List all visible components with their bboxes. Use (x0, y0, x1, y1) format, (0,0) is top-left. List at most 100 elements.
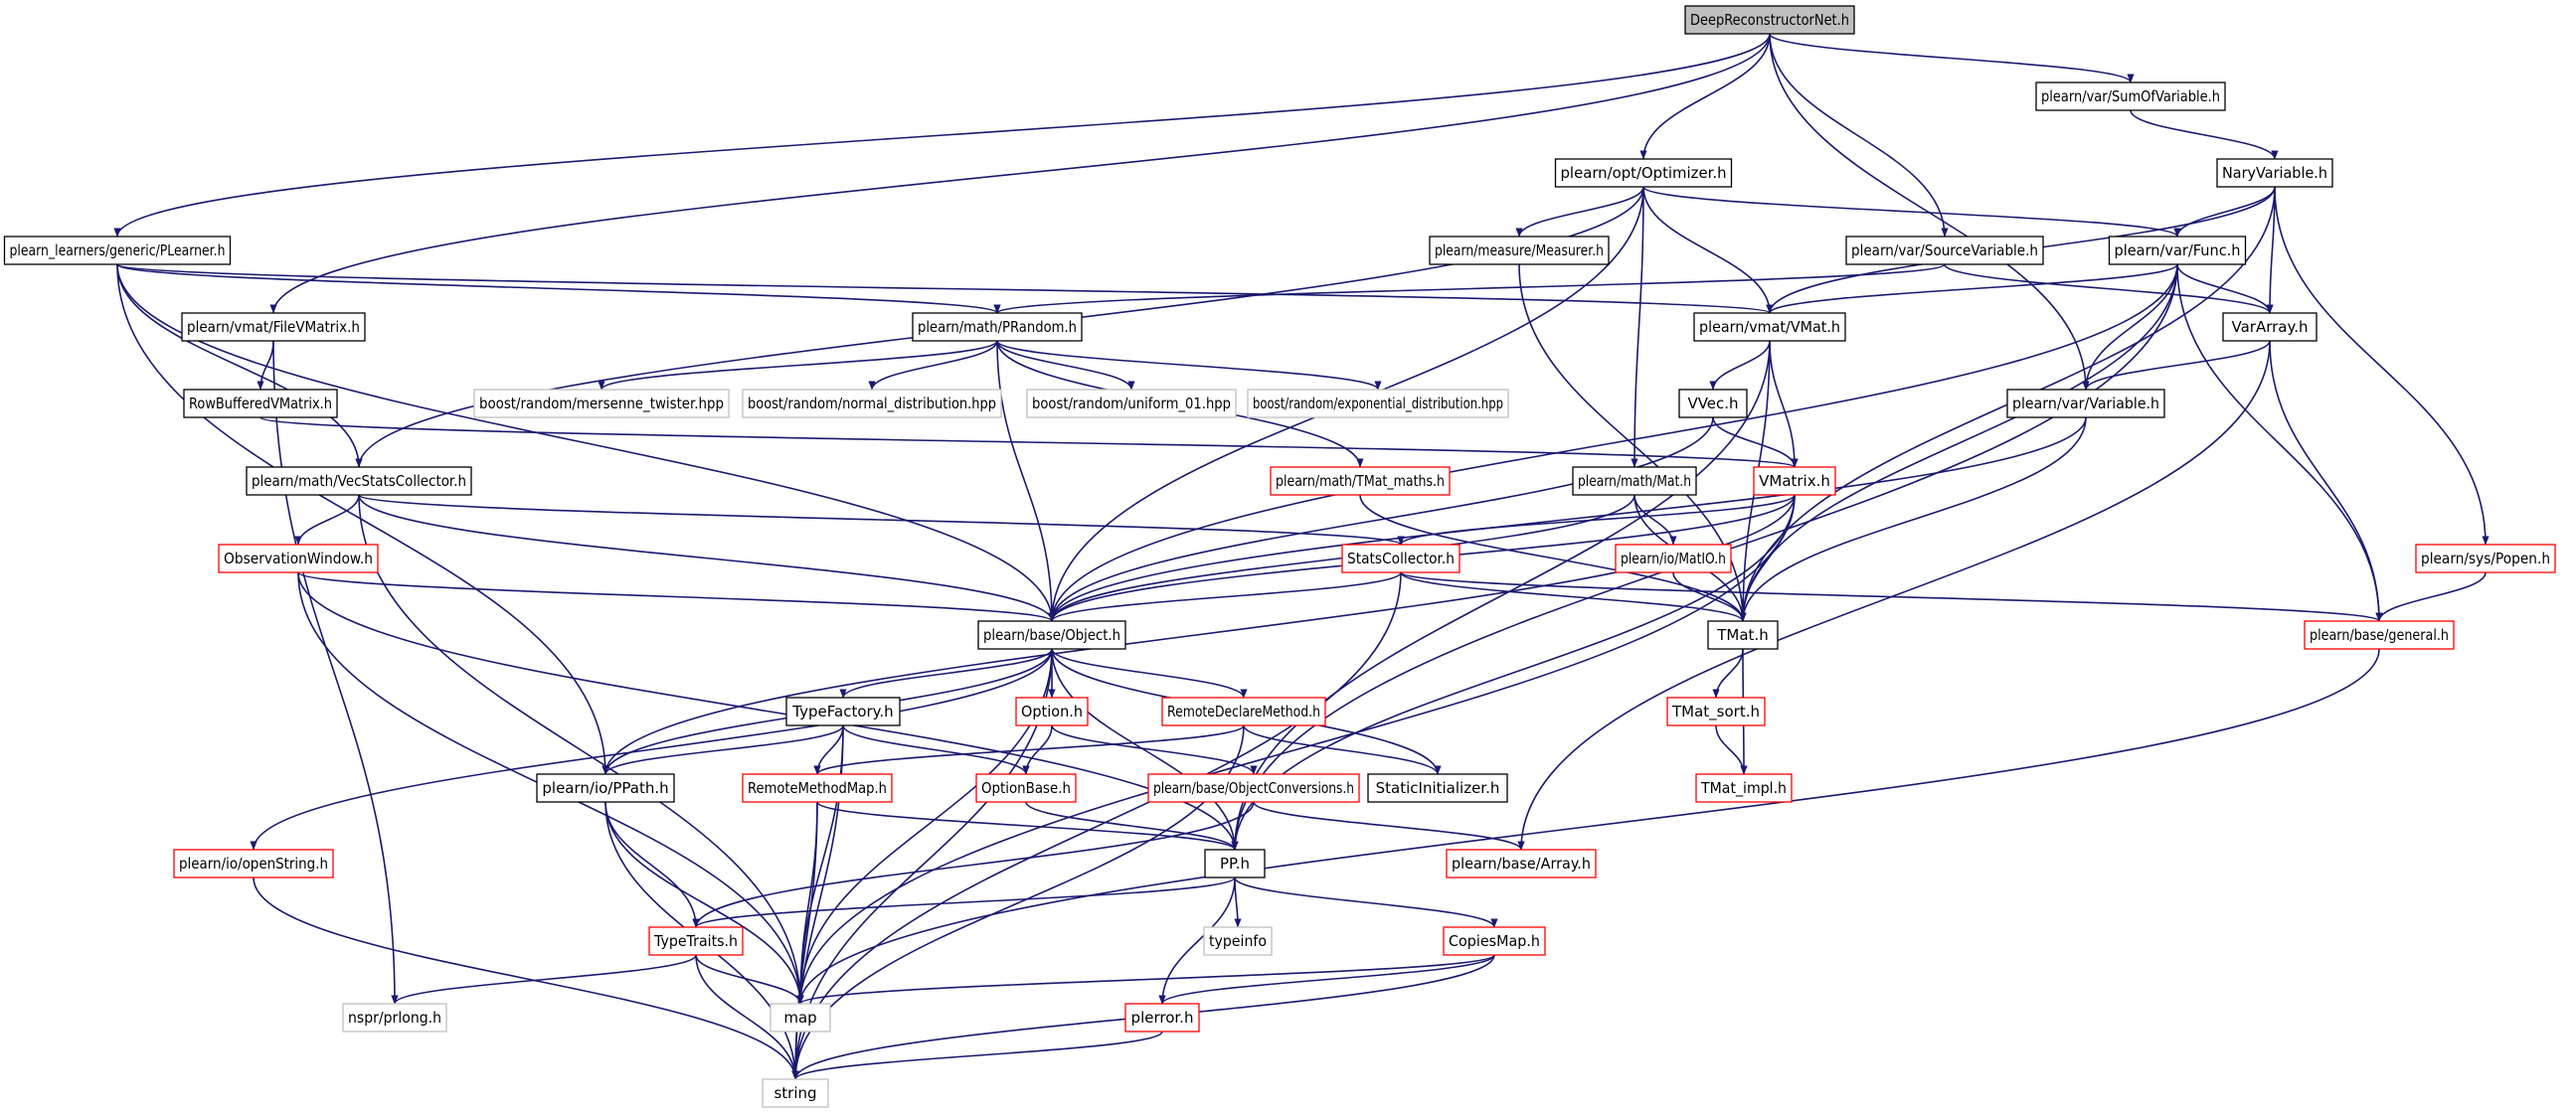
node-tmat[interactable]: TMat.h (1707, 620, 1779, 650)
node-label: plearn_learners/generic/PLearner.h (10, 241, 226, 260)
node-box (742, 389, 1002, 418)
node-pp[interactable]: PP.h (1204, 849, 1266, 878)
node-plearner[interactable]: plearn_learners/generic/PLearner.h (3, 236, 232, 265)
edge-prandom-to-expdist (996, 340, 1382, 391)
edge-prandom-to-object (996, 340, 1056, 622)
node-func[interactable]: plearn/var/Func.h (2108, 236, 2247, 265)
node-uniform01: boost/random/uniform_01.hpp (1026, 389, 1237, 418)
node-ppath[interactable]: plearn/io/PPath.h (536, 773, 675, 803)
edge-rowbuffered-to-vmatrix (259, 416, 1799, 468)
edge-copiesmap-to-plerror (1158, 954, 1495, 1005)
node-box (1204, 849, 1266, 878)
edge-optimizer-to-func (1642, 186, 2181, 238)
edge-func-to-vmat (1766, 263, 2178, 314)
node-tmatsort[interactable]: TMat_sort.h (1666, 697, 1766, 726)
edge-vararray-to-array (1517, 340, 2271, 851)
edge-deep-to-optimizer (1639, 33, 1771, 160)
node-label: VMatrix.h (1759, 472, 1830, 490)
node-vvec[interactable]: VVec.h (1678, 389, 1748, 418)
node-box (536, 773, 675, 803)
edge-typefactory-to-optionbase (842, 724, 1030, 775)
edge-plearner-to-vmat (116, 263, 1773, 314)
node-rowbuffered[interactable]: RowBufferedVMatrix.h (183, 389, 338, 418)
node-label: plearn/var/SumOfVariable.h (2041, 87, 2220, 105)
node-vecstats[interactable]: plearn/math/VecStatsCollector.h (246, 466, 472, 496)
node-statscollector[interactable]: StatsCollector.h (1341, 544, 1460, 573)
edge-vmat-to-vvec (1709, 340, 1771, 391)
node-measurer[interactable]: plearn/measure/Measurer.h (1429, 236, 1610, 265)
node-label: string (773, 1084, 816, 1102)
node-vmat[interactable]: plearn/vmat/VMat.h (1693, 312, 1846, 342)
edge-remotemethodmap-to-pp (816, 801, 1239, 851)
node-general[interactable]: plearn/base/general.h (2304, 620, 2455, 650)
edge-vmat-to-vmatrix (1769, 340, 1799, 468)
node-box (342, 1003, 447, 1033)
node-optimizer[interactable]: plearn/opt/Optimizer.h (1554, 158, 1733, 188)
node-naryvar[interactable]: NaryVariable.h (2216, 158, 2333, 188)
node-obswindow[interactable]: ObservationWindow.h (218, 544, 379, 573)
edge-variable-to-tmat (1739, 416, 2087, 622)
node-normaldist: boost/random/normal_distribution.hpp (742, 389, 1002, 418)
node-mat[interactable]: plearn/math/Mat.h (1572, 466, 1697, 496)
edge-statscollector-to-general (1400, 571, 2383, 622)
node-box (1161, 697, 1326, 726)
node-array[interactable]: plearn/base/Array.h (1446, 849, 1597, 878)
node-object[interactable]: plearn/base/Object.h (977, 620, 1126, 650)
edge-typefactory-to-remotemethodmap (813, 724, 844, 775)
node-label: plearn/measure/Measurer.h (1435, 241, 1604, 259)
edge-statscollector-to-tmat (1400, 571, 1747, 622)
edge-deep-to-sourcevar (1769, 33, 1949, 238)
node-copiesmap[interactable]: CopiesMap.h (1443, 926, 1546, 956)
node-label: StaticInitializer.h (1376, 779, 1500, 797)
node-openstring[interactable]: plearn/io/openString.h (173, 849, 334, 878)
node-label: plearn/base/Array.h (1452, 855, 1591, 873)
node-popen[interactable]: plearn/sys/Popen.h (2415, 544, 2556, 573)
edge-func-to-vararray (2176, 263, 2274, 314)
node-box (1270, 466, 1451, 496)
node-remotedeclare[interactable]: RemoteDeclareMethod.h (1161, 697, 1326, 726)
node-filevmatrix[interactable]: plearn/vmat/FileVMatrix.h (181, 312, 366, 342)
node-sumvar[interactable]: plearn/var/SumOfVariable.h (2035, 81, 2226, 111)
edge-option-to-objconv (1051, 724, 1258, 775)
node-label: boost/random/uniform_01.hpp (1032, 395, 1231, 413)
node-vararray[interactable]: VarArray.h (2222, 312, 2318, 342)
node-optionbase[interactable]: OptionBase.h (975, 773, 1077, 803)
node-label: plearn/var/Variable.h (2012, 395, 2159, 412)
node-plerror[interactable]: plerror.h (1124, 1003, 1200, 1033)
node-label: PP.h (1220, 855, 1250, 873)
node-label: plearn/var/Func.h (2115, 241, 2241, 259)
node-box (473, 389, 730, 418)
edge-naryvar-to-vararray (2266, 186, 2276, 314)
node-box (1695, 773, 1793, 803)
node-label: OptionBase.h (981, 779, 1071, 797)
edge-prandom-to-uniform01 (996, 340, 1135, 391)
node-box (2304, 620, 2455, 650)
node-matio[interactable]: plearn/io/MatIO.h (1615, 544, 1732, 573)
node-variable[interactable]: plearn/var/Variable.h (2006, 389, 2165, 418)
edge-remotedeclare-to-staticinit (1243, 724, 1442, 775)
node-box (1753, 466, 1836, 496)
node-vmatrix[interactable]: VMatrix.h (1753, 466, 1836, 496)
node-deep[interactable]: DeepReconstructorNet.h (1684, 5, 1855, 35)
edge-statscollector-to-string (791, 571, 1402, 1080)
edge-sourcevar-to-prandom (993, 263, 1946, 314)
edge-filevmatrix-to-prlong (272, 340, 399, 1005)
node-tmatmaths[interactable]: plearn/math/TMat_maths.h (1270, 466, 1451, 496)
node-sourcevar[interactable]: plearn/var/SourceVariable.h (1845, 236, 2044, 265)
node-label: TypeFactory.h (791, 703, 893, 720)
node-label: TMat.h (1716, 626, 1768, 644)
node-prandom[interactable]: plearn/math/PRandom.h (912, 312, 1083, 342)
edge-deep-to-sumvar (1769, 33, 2135, 83)
node-box (1147, 773, 1360, 803)
node-option[interactable]: Option.h (1015, 697, 1089, 726)
node-label: RemoteMethodMap.h (748, 779, 887, 797)
node-typetraits[interactable]: TypeTraits.h (648, 926, 744, 956)
node-staticinit[interactable]: StaticInitializer.h (1367, 773, 1508, 803)
node-typeinfo: typeinfo (1203, 926, 1273, 956)
node-objconv[interactable]: plearn/base/ObjectConversions.h (1147, 773, 1360, 803)
node-remotemethodmap[interactable]: RemoteMethodMap.h (742, 773, 893, 803)
node-box (2006, 389, 2165, 418)
node-tmatimpl[interactable]: TMat_impl.h (1695, 773, 1793, 803)
node-box (1693, 312, 1846, 342)
node-typefactory[interactable]: TypeFactory.h (785, 697, 901, 726)
